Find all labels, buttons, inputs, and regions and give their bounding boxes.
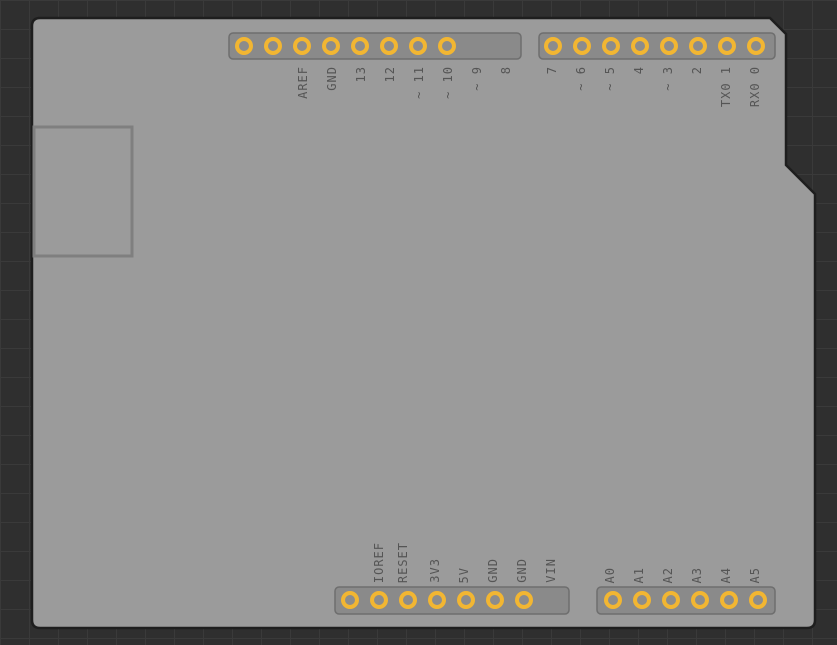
pin-label-d3: ~ 3 xyxy=(661,66,675,91)
pin-label-a0: A0 xyxy=(603,566,617,583)
pin-hole xyxy=(608,595,618,605)
pin-hole xyxy=(432,595,442,605)
pin-label-reset: RESET xyxy=(396,541,410,583)
pin-label-gnd-2: GND xyxy=(515,558,529,583)
pin-label-3v3: 3V3 xyxy=(428,558,442,583)
digital-pins-0-7 xyxy=(544,37,765,55)
pin-label-a1: A1 xyxy=(632,566,646,583)
bottom-header-strip-1 xyxy=(334,586,570,615)
pin-hole xyxy=(413,41,423,51)
pin-label-a5: A5 xyxy=(748,566,762,583)
pin-label-aref: AREF xyxy=(296,66,310,99)
pin-label-a2: A2 xyxy=(661,566,675,583)
pin-hole xyxy=(461,595,471,605)
pin-hole xyxy=(326,41,336,51)
pin-hole xyxy=(666,595,676,605)
pin-hole xyxy=(724,595,734,605)
pin-hole xyxy=(722,41,732,51)
power-pins xyxy=(341,591,533,609)
pin-label-5v: 5V xyxy=(457,566,471,583)
pin-label-d10: ~ 10 xyxy=(441,66,455,99)
pin-label-gnd: GND xyxy=(325,66,339,91)
pin-hole xyxy=(664,41,674,51)
pin-label-rx: RX0 0 xyxy=(748,66,762,108)
pin-label-d6: ~ 6 xyxy=(574,66,588,91)
pin-hole xyxy=(442,41,452,51)
pin-label-d2: 2 xyxy=(690,66,704,75)
pin-hole xyxy=(374,595,384,605)
pin-label-tx: TX0 1 xyxy=(719,66,733,108)
pin-hole xyxy=(490,595,500,605)
digital-pins-8-13 xyxy=(235,37,456,55)
pin-hole xyxy=(403,595,413,605)
pin-label-d13: 13 xyxy=(354,66,368,83)
pin-label-a3: A3 xyxy=(690,566,704,583)
usb-connector-outline xyxy=(32,125,134,258)
arduino-board[interactable] xyxy=(30,16,817,630)
pin-hole xyxy=(751,41,761,51)
pin-hole xyxy=(384,41,394,51)
pin-hole xyxy=(753,595,763,605)
pin-hole xyxy=(693,41,703,51)
pin-hole xyxy=(239,41,249,51)
pin-hole xyxy=(355,41,365,51)
pin-label-a4: A4 xyxy=(719,566,733,583)
pin-hole xyxy=(548,41,558,51)
pin-hole xyxy=(695,595,705,605)
pin-label-d7: 7 xyxy=(545,66,559,75)
pin-hole xyxy=(606,41,616,51)
pin-hole xyxy=(635,41,645,51)
pin-hole xyxy=(268,41,278,51)
pin-label-gnd-1: GND xyxy=(486,558,500,583)
pin-hole xyxy=(345,595,355,605)
pin-hole xyxy=(577,41,587,51)
pin-label-d12: 12 xyxy=(383,66,397,83)
pin-label-d9: ~ 9 xyxy=(470,66,484,91)
pin-label-d8: 8 xyxy=(499,66,513,75)
pin-label-d5: ~ 5 xyxy=(603,66,617,91)
pin-hole xyxy=(637,595,647,605)
top-header-strip-2 xyxy=(538,32,776,60)
pin-label-d4: 4 xyxy=(632,66,646,75)
pin-label-vin: VIN xyxy=(544,558,558,583)
pin-hole xyxy=(519,595,529,605)
analog-pins xyxy=(604,591,767,609)
pin-label-d11: ~ 11 xyxy=(412,66,426,99)
pin-label-ioref: IOREF xyxy=(372,541,386,583)
pin-hole xyxy=(297,41,307,51)
bottom-header-strip-2 xyxy=(596,586,776,615)
